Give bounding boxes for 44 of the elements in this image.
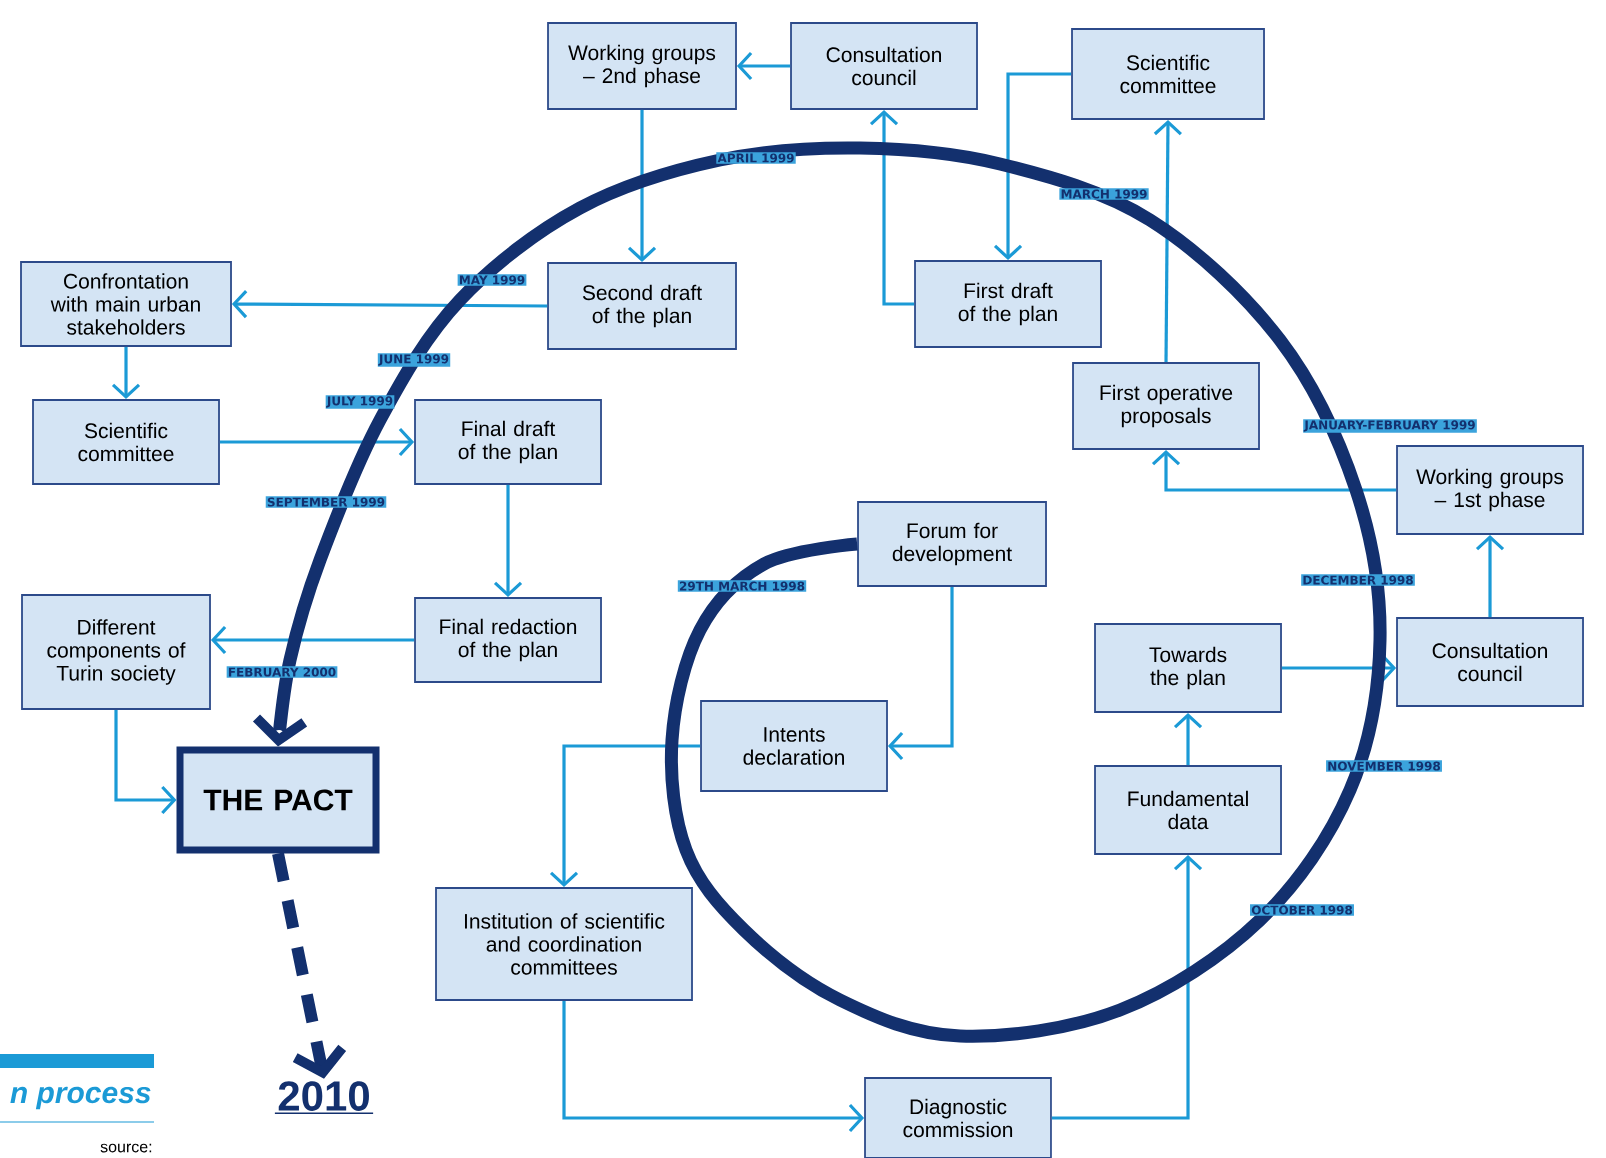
arrow xyxy=(887,586,954,761)
process-box: First operative proposals xyxy=(1072,362,1260,450)
process-box: Diagnostic commission xyxy=(864,1077,1052,1158)
process-box: Forum for development xyxy=(857,501,1047,587)
process-box: Final draft of the plan xyxy=(414,399,602,485)
arrow xyxy=(1151,449,1397,492)
process-box: Final redaction of the plan xyxy=(414,597,602,683)
arrow xyxy=(549,744,701,888)
year-text: 2010 xyxy=(274,1081,374,1115)
process-box: Scientific committee xyxy=(32,399,220,485)
process-box: Second draft of the plan xyxy=(547,262,737,350)
process-box: Towards the plan xyxy=(1094,623,1282,713)
arrow xyxy=(252,141,1387,1043)
arrow xyxy=(1281,653,1397,683)
arrow xyxy=(493,484,523,598)
arrow xyxy=(272,852,347,1079)
process-box: Fundamental data xyxy=(1094,765,1282,855)
process-box: Intents declaration xyxy=(700,700,888,792)
process-box: First draft of the plan xyxy=(914,260,1102,348)
arrow xyxy=(114,709,177,815)
process-box: Scientific committee xyxy=(1071,28,1265,120)
arrow xyxy=(1153,119,1182,363)
arrow xyxy=(736,51,791,81)
arrow xyxy=(562,1000,865,1133)
arrow xyxy=(1475,534,1505,618)
arrow xyxy=(231,290,548,319)
arrow xyxy=(1051,854,1203,1120)
arrow xyxy=(1173,712,1203,766)
arrow xyxy=(219,427,415,457)
process-box: Consultation council xyxy=(1396,617,1584,707)
process-box: Consultation council xyxy=(790,22,978,110)
source-label: source: xyxy=(100,1143,152,1153)
pact-box: THE PACT xyxy=(176,746,380,854)
arrow xyxy=(627,109,657,263)
process-box: Different components of Turin society xyxy=(21,594,211,710)
arrow xyxy=(993,72,1072,261)
process-box: Confrontation with main urban stakeholders xyxy=(20,261,232,347)
heading-text: n process xyxy=(0,1086,155,1123)
process-box: Institution of scientific and coordination committees xyxy=(435,887,693,1001)
process-box: Working groups – 2nd phase xyxy=(547,22,737,110)
process-box: Working groups – 1st phase xyxy=(1396,445,1584,535)
arrow xyxy=(869,109,915,306)
arrow xyxy=(210,625,415,655)
arrow xyxy=(111,346,141,400)
